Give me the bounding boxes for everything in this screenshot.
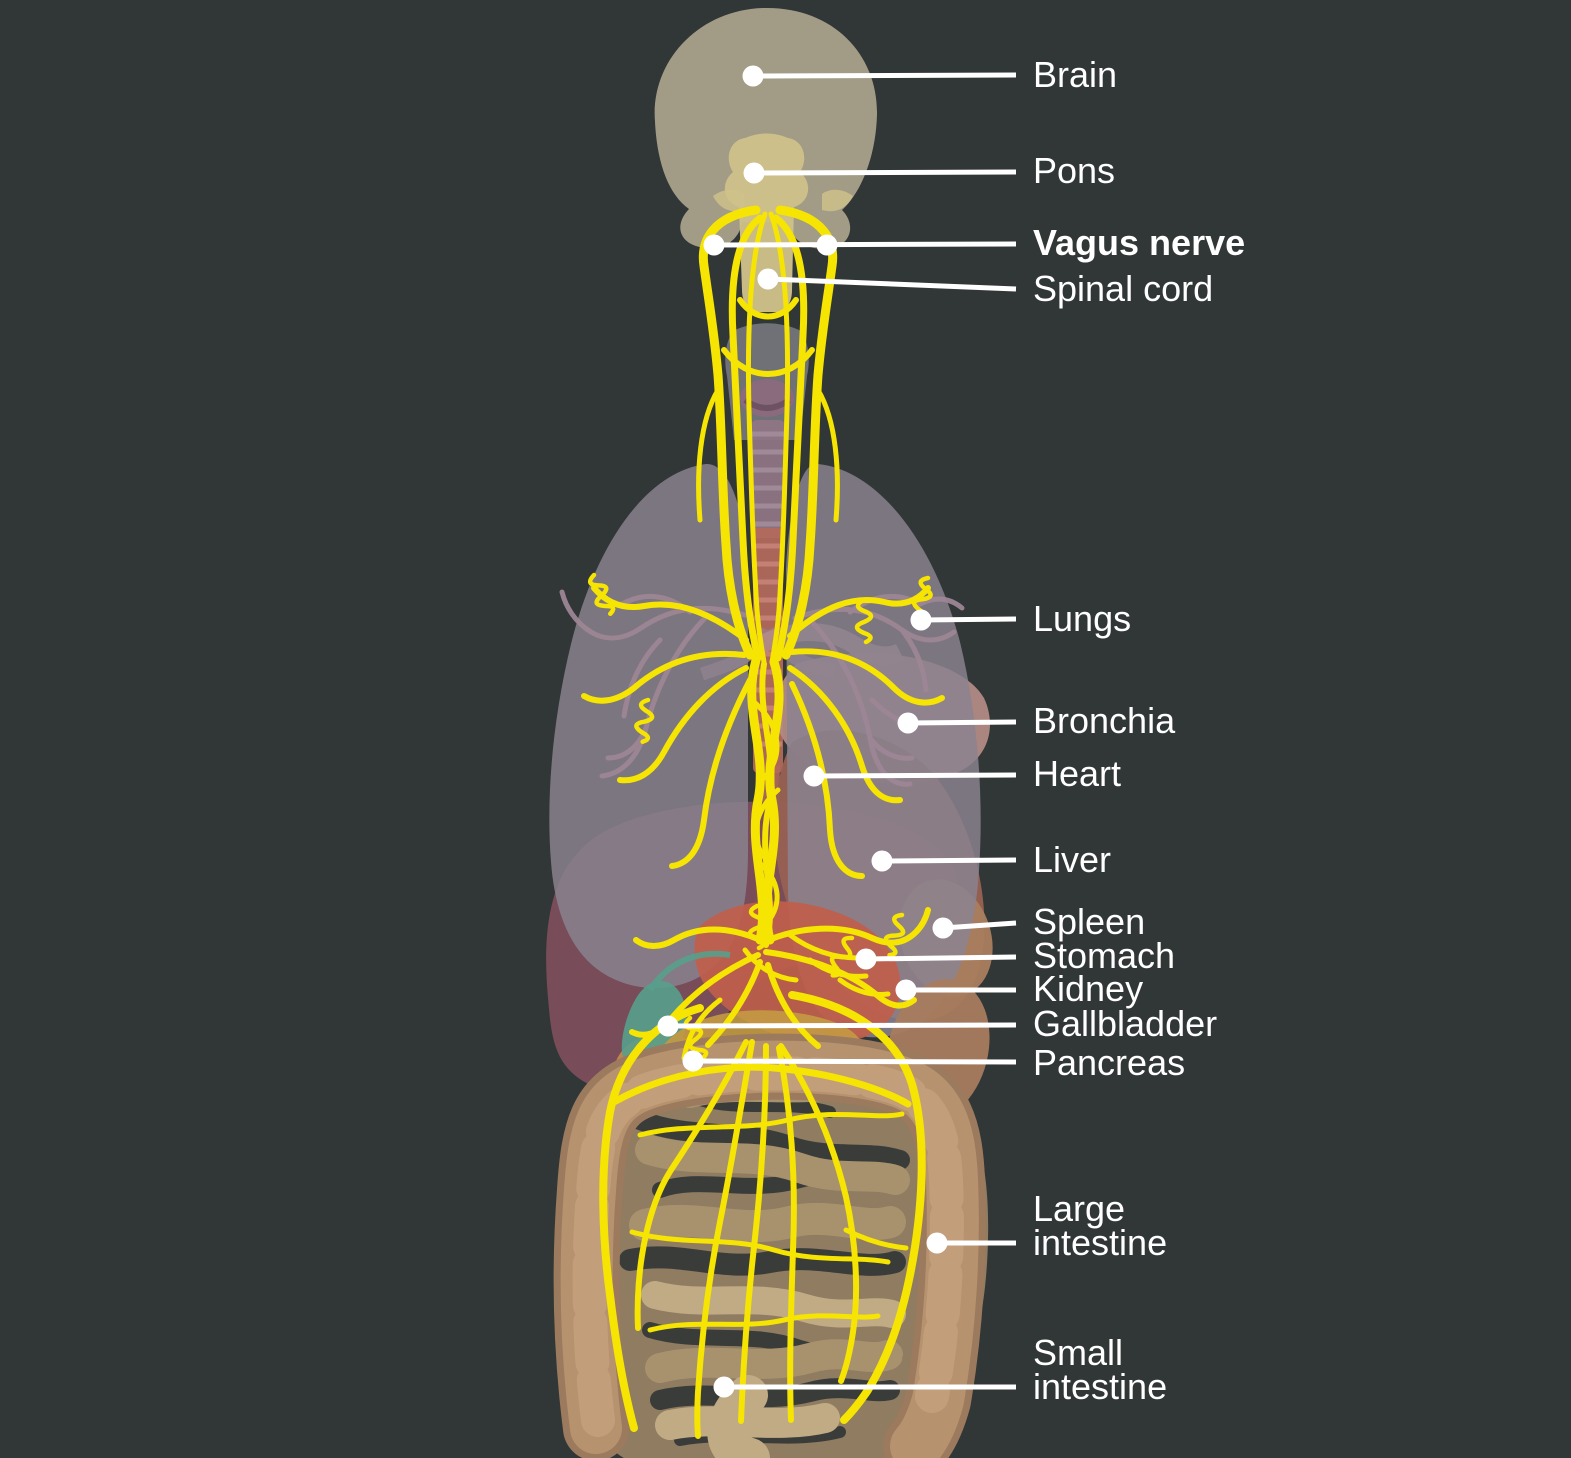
trachea-upper-rings	[752, 431, 784, 527]
label-lungs: Lungs	[1033, 598, 1132, 639]
leader-line-gallbladder	[667, 1022, 1017, 1029]
label-pancreas: Pancreas	[1033, 1042, 1186, 1083]
leader-line-spleen	[942, 920, 1017, 931]
label-small-intestine: Small intestine	[1033, 1332, 1168, 1407]
label-pons: Pons	[1033, 150, 1116, 191]
trachea-upper	[751, 420, 785, 538]
leader-dot-kidney	[895, 979, 917, 1001]
leader-dot-large-intestine	[926, 1232, 948, 1254]
brain-group	[654, 7, 878, 312]
cerebellar-peduncle-left	[713, 189, 744, 212]
leader-dot-spinal-cord	[757, 268, 779, 290]
leader-line-spinal-cord	[767, 276, 1017, 292]
leader-line-bronchia	[907, 719, 1017, 726]
leader-dot-vagus-nerve	[816, 234, 838, 256]
leader-line-vagus-nerve	[713, 241, 1017, 248]
nerve-intestine	[599, 991, 926, 1439]
vagus-nerve-network	[581, 205, 945, 1439]
leader-line-pons	[753, 169, 1017, 176]
label-stomach: Stomach	[1033, 935, 1176, 976]
brain-shape	[654, 7, 878, 250]
leader-dot-vagus-nerve	[703, 234, 725, 256]
label-gallbladder: Gallbladder	[1033, 1003, 1218, 1044]
label-spinal-cord: Spinal cord	[1033, 268, 1214, 309]
leader-dot-gallbladder	[657, 1015, 679, 1037]
label-bronchia: Bronchia	[1033, 700, 1176, 741]
label-brain: Brain	[1033, 54, 1118, 95]
label-vagus-nerve: Vagus nerve	[1033, 222, 1246, 263]
cerebellar-peduncle-right	[822, 189, 853, 212]
leader-dot-spleen	[932, 917, 954, 939]
label-large-intestine: Large intestine	[1033, 1188, 1168, 1263]
leader-line-lungs	[920, 616, 1017, 623]
leader-dot-lungs	[910, 609, 932, 631]
leader-dot-stomach	[855, 948, 877, 970]
leader-dot-pons	[743, 162, 765, 184]
large-intestine-frame	[553, 1033, 986, 1458]
leader-dot-pancreas	[682, 1050, 704, 1072]
label-kidney: Kidney	[1033, 968, 1144, 1009]
nerve-scribbles	[587, 572, 933, 1061]
leader-line-brain	[752, 72, 1017, 79]
label-spleen: Spleen	[1033, 901, 1146, 942]
leader-dot-heart	[803, 765, 825, 787]
leader-dot-bronchia	[897, 712, 919, 734]
leader-line-pancreas	[692, 1058, 1017, 1065]
leader-dot-liver	[871, 850, 893, 872]
leader-lines	[657, 65, 1017, 1398]
leader-line-liver	[881, 857, 1017, 864]
label-heart: Heart	[1033, 753, 1122, 794]
gallbladder-duct	[647, 950, 731, 992]
leader-dot-brain	[742, 65, 764, 87]
label-liver: Liver	[1033, 839, 1112, 880]
leader-line-stomach	[865, 954, 1017, 962]
leader-dot-small-intestine	[713, 1376, 735, 1398]
leader-line-heart	[813, 772, 1017, 779]
